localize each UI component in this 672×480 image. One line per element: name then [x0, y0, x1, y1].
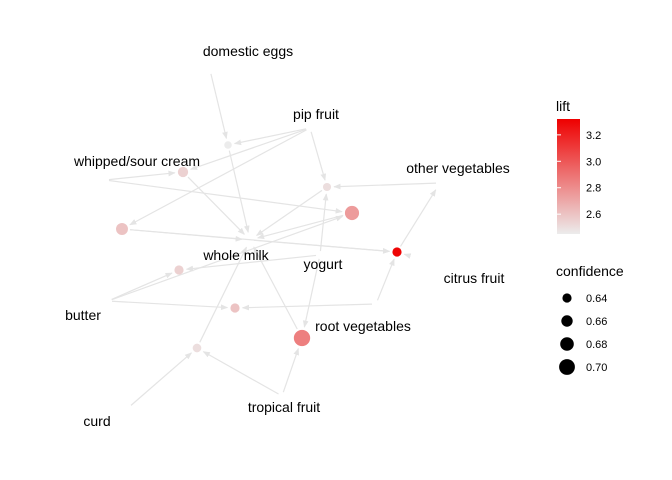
item-label-yogurt: yogurt: [304, 256, 343, 272]
item-label-whole-milk: whole milk: [202, 247, 269, 263]
edge-20: [111, 272, 173, 300]
item-label-other-vegetables: other vegetables: [406, 160, 510, 176]
lift-tick-label-3: 3.0: [586, 156, 601, 168]
edge-29: [253, 246, 298, 330]
edge-23: [241, 303, 373, 311]
edge-18: [403, 253, 412, 259]
rule-node-r4[interactable]: [116, 223, 128, 235]
confidence-key-3: [560, 337, 574, 351]
rule-node-r8[interactable]: [230, 303, 240, 313]
lift-tick-label-2: 2.8: [586, 183, 601, 195]
confidence-key-4: [559, 359, 575, 375]
rule-node-r9[interactable]: [293, 329, 311, 347]
lift-legend: lift 2.6 2.8 3.0 3.2: [556, 98, 601, 234]
edge-17: [399, 189, 437, 247]
rule-node-r5[interactable]: [344, 205, 360, 221]
item-label-whipped-sour-cream: whipped/sour cream: [73, 153, 200, 169]
confidence-label-4: 0.70: [586, 362, 607, 374]
rule-node-r2[interactable]: [177, 166, 189, 178]
edges-layer: [108, 73, 437, 406]
confidence-label-1: 0.64: [586, 293, 607, 305]
rule-node-r7[interactable]: [174, 265, 184, 275]
edge-10: [129, 129, 307, 226]
lift-ticks: 2.6 2.8 3.0 3.2: [557, 130, 601, 221]
item-label-citrus-fruit: citrus fruit: [444, 270, 505, 286]
edge-24: [130, 352, 193, 406]
edge-5: [190, 128, 307, 170]
edge-27: [302, 258, 320, 328]
lift-colorbar: [557, 119, 580, 234]
edge-4: [108, 170, 176, 181]
edge-25: [202, 351, 279, 395]
confidence-label-2: 0.66: [586, 316, 607, 328]
edge-19: [376, 258, 395, 301]
confidence-key-2: [561, 315, 573, 327]
rule-nodes-layer: [116, 141, 402, 353]
item-label-curd: curd: [83, 413, 110, 429]
lift-tick-label-1: 2.6: [586, 209, 601, 221]
lift-tick-label-4: 3.2: [586, 130, 601, 142]
edge-22: [111, 300, 229, 311]
edge-28: [282, 347, 299, 393]
edge-8: [333, 182, 437, 190]
lift-legend-title: lift: [556, 98, 570, 114]
item-labels-layer: domestic eggs pip fruit whipped/sour cre…: [65, 43, 510, 429]
edge-21: [185, 254, 317, 272]
confidence-legend: confidence 0.64 0.66 0.68 0.70: [556, 263, 624, 375]
edge-2: [233, 128, 307, 146]
edge-12: [257, 214, 344, 240]
edge-7: [310, 131, 327, 181]
item-label-domestic-eggs: domestic eggs: [203, 43, 293, 59]
edge-26: [199, 246, 248, 343]
confidence-key-1: [562, 293, 572, 303]
rule-node-r10[interactable]: [192, 343, 202, 353]
item-label-pip-fruit: pip fruit: [293, 106, 339, 122]
item-label-root-vegetables: root vegetables: [315, 318, 411, 334]
item-label-butter: butter: [65, 307, 101, 323]
edge-6: [187, 176, 245, 235]
edge-1: [210, 73, 228, 140]
edge-11: [108, 179, 343, 214]
confidence-legend-title: confidence: [556, 263, 624, 279]
edge-9: [255, 189, 323, 236]
confidence-label-3: 0.68: [586, 339, 607, 351]
edge-30: [319, 193, 329, 252]
edge-3: [228, 150, 250, 233]
item-label-tropical-fruit: tropical fruit: [248, 399, 320, 415]
rule-node-r3[interactable]: [322, 182, 332, 192]
edge-13: [111, 215, 344, 301]
edge-16: [129, 229, 391, 254]
rule-node-r1[interactable]: [224, 141, 232, 149]
rule-node-r6[interactable]: [392, 247, 402, 257]
